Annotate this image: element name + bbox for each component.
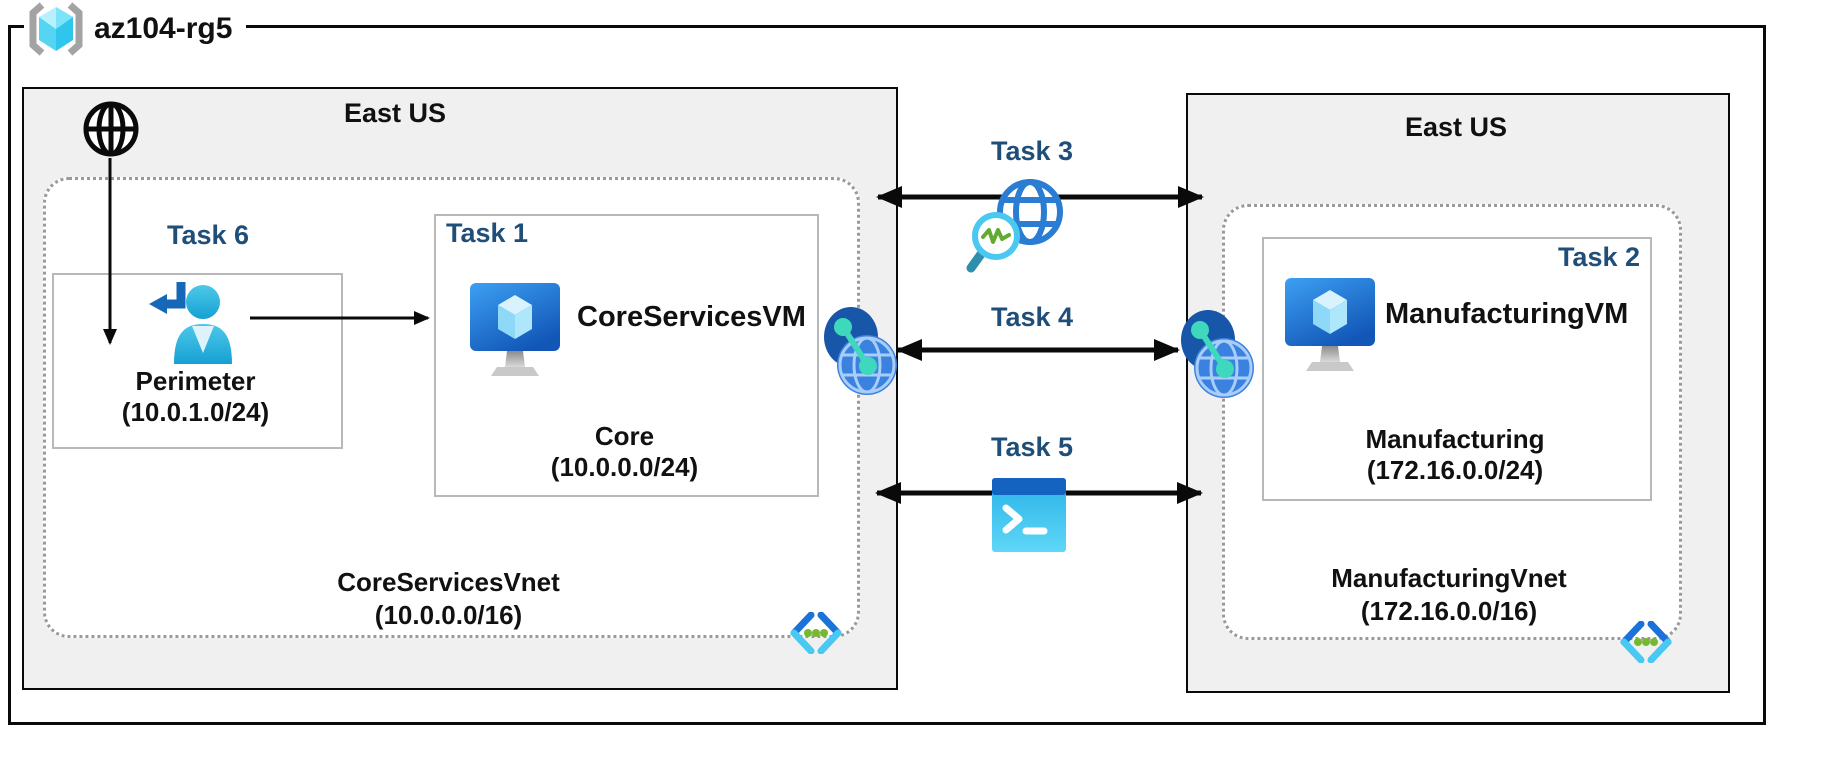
core-subnet-cidr: (10.0.0.0/24)	[550, 452, 699, 482]
task6-label: Task 6	[166, 220, 250, 250]
vnet-peering-icon	[1181, 310, 1254, 398]
region-title-right: East US	[1404, 112, 1508, 142]
coreservices-vm-box	[434, 214, 819, 497]
manufacturing-vnet-labels: ManufacturingVnet (172.16.0.0/16)	[1222, 562, 1676, 628]
task2-label: Task 2	[1557, 242, 1640, 272]
guest-user-icon	[149, 282, 232, 364]
perimeter-labels: Perimeter (10.0.1.0/24)	[52, 366, 339, 428]
task4-label: Task 4	[990, 302, 1074, 332]
manufacturing-vnet-cidr: (172.16.0.0/16)	[1360, 596, 1538, 626]
core-subnet-name: Core	[594, 421, 655, 451]
manufacturing-vm-name: ManufacturingVM	[1385, 298, 1629, 330]
task3-label: Task 3	[990, 136, 1074, 166]
network-watcher-icon	[966, 179, 1063, 273]
virtual-machine-icon	[470, 283, 560, 376]
perimeter-name: Perimeter	[135, 366, 256, 396]
cloud-shell-icon	[992, 478, 1066, 552]
perimeter-cidr: (10.0.1.0/24)	[121, 397, 270, 427]
resource-group-name: az104-rg5	[94, 12, 233, 45]
virtual-network-icon	[1620, 621, 1672, 663]
manufacturing-vnet-name: ManufacturingVnet	[1331, 563, 1567, 593]
task1-label: Task 1	[446, 218, 529, 248]
coreservices-vnet-labels: CoreServicesVnet (10.0.0.0/16)	[43, 566, 854, 632]
manufacturing-subnet-name: Manufacturing	[1365, 424, 1545, 454]
coreservices-vm-name: CoreServicesVM	[577, 301, 806, 333]
virtual-network-icon	[790, 612, 842, 654]
manufacturing-subnet-cidr: (172.16.0.0/24)	[1366, 455, 1544, 485]
resource-group-icon	[29, 2, 83, 56]
coreservices-vnet-cidr: (10.0.0.0/16)	[374, 600, 523, 630]
core-subnet-labels: Core (10.0.0.0/24)	[434, 421, 815, 483]
coreservices-vnet-name: CoreServicesVnet	[337, 567, 560, 597]
vnet-peering-icon	[824, 307, 897, 395]
manufacturing-subnet-labels: Manufacturing (172.16.0.0/24)	[1262, 424, 1648, 486]
internet-globe-icon	[83, 101, 139, 157]
region-title-left: East US	[343, 98, 447, 128]
resource-group-label: az104-rg5	[24, 0, 247, 58]
task5-label: Task 5	[990, 432, 1074, 462]
virtual-machine-icon	[1285, 278, 1375, 371]
